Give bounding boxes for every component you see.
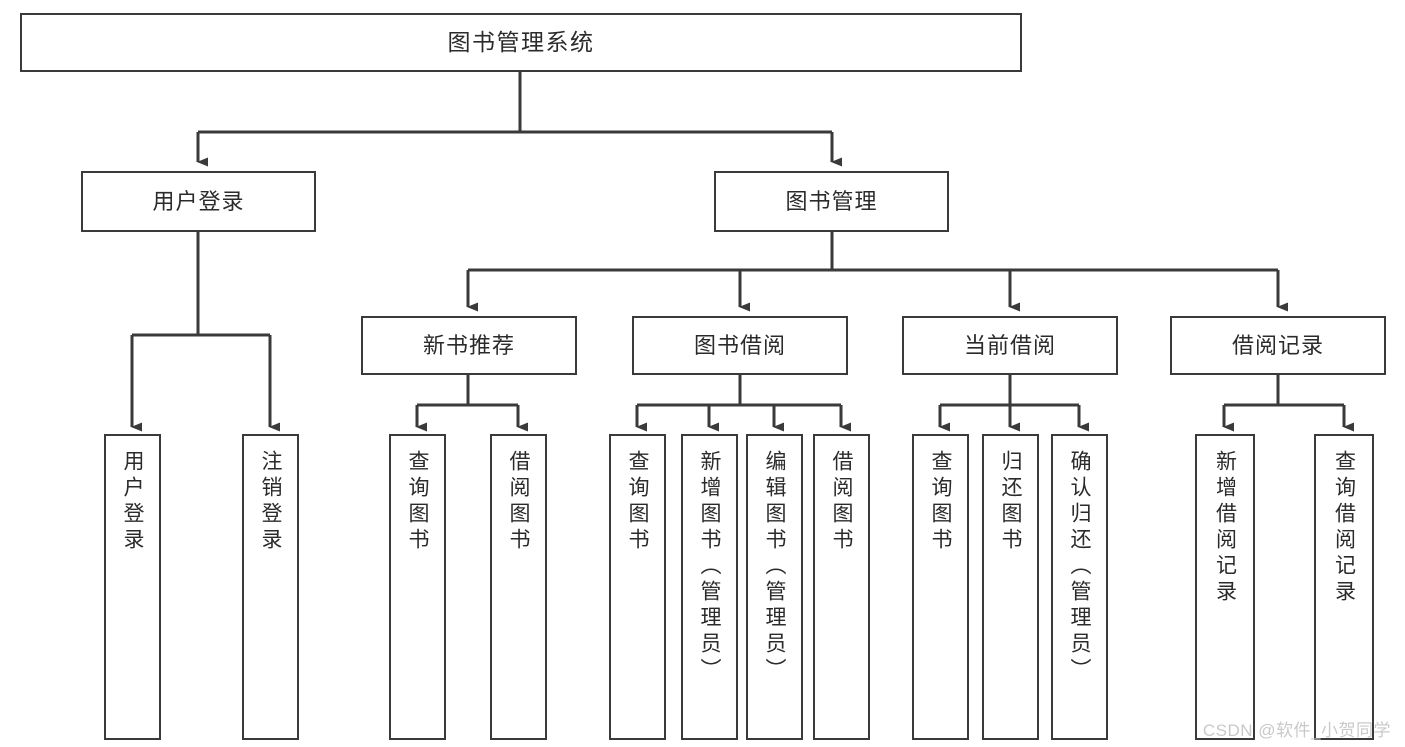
leaf-record-query-record[interactable]: 查询借阅记录 <box>1314 434 1374 740</box>
node-label: 新书推荐 <box>422 332 515 358</box>
node-label: 编辑图书（管理员） <box>763 450 786 684</box>
node-label: 借阅记录 <box>1231 332 1324 358</box>
node-user-login[interactable]: 用户登录 <box>81 171 316 232</box>
node-label: 查询图书 <box>929 450 952 554</box>
node-label: 归还图书 <box>999 450 1022 554</box>
leaf-current-confirm-return-admin[interactable]: 确认归还（管理员） <box>1051 434 1108 740</box>
leaf-borrow-add-book-admin[interactable]: 新增图书（管理员） <box>681 434 738 740</box>
node-label: 用户登录 <box>121 450 144 554</box>
leaf-current-return-book[interactable]: 归还图书 <box>982 434 1039 740</box>
node-label: 新增图书（管理员） <box>698 450 721 684</box>
csdn-watermark: CSDN @软件_小贺同学 <box>1202 721 1391 740</box>
leaf-borrow-borrow-book[interactable]: 借阅图书 <box>813 434 870 740</box>
node-book-management[interactable]: 图书管理 <box>714 171 949 232</box>
leaf-user-login-login[interactable]: 用户登录 <box>104 434 161 740</box>
node-label: 查询图书 <box>626 450 649 554</box>
node-label: 确认归还（管理员） <box>1068 450 1091 684</box>
leaf-user-login-logout[interactable]: 注销登录 <box>242 434 299 740</box>
leaf-borrow-query-book[interactable]: 查询图书 <box>609 434 666 740</box>
leaf-current-query-book[interactable]: 查询图书 <box>912 434 969 740</box>
node-label: 查询借阅记录 <box>1332 450 1356 606</box>
node-borrow-record[interactable]: 借阅记录 <box>1170 316 1386 375</box>
leaf-borrow-edit-book-admin[interactable]: 编辑图书（管理员） <box>746 434 803 740</box>
node-label: 借阅图书 <box>830 450 853 554</box>
leaf-record-add-record[interactable]: 新增借阅记录 <box>1195 434 1255 740</box>
node-label: 图书管理系统 <box>447 28 595 55</box>
leaf-recommend-query-book[interactable]: 查询图书 <box>389 434 446 740</box>
node-label: 注销登录 <box>259 450 282 554</box>
node-label: 查询图书 <box>406 450 429 554</box>
node-label: 图书管理 <box>785 188 878 214</box>
leaf-recommend-borrow-book[interactable]: 借阅图书 <box>490 434 547 740</box>
node-label: 用户登录 <box>152 188 245 214</box>
node-new-book-recommend[interactable]: 新书推荐 <box>361 316 577 375</box>
node-root-book-management-system[interactable]: 图书管理系统 <box>20 13 1022 72</box>
node-label: 新增借阅记录 <box>1213 450 1237 606</box>
node-label: 图书借阅 <box>693 332 786 358</box>
node-current-borrow[interactable]: 当前借阅 <box>902 316 1118 375</box>
node-label: 当前借阅 <box>963 332 1056 358</box>
node-label: 借阅图书 <box>507 450 530 554</box>
node-book-borrow[interactable]: 图书借阅 <box>632 316 848 375</box>
